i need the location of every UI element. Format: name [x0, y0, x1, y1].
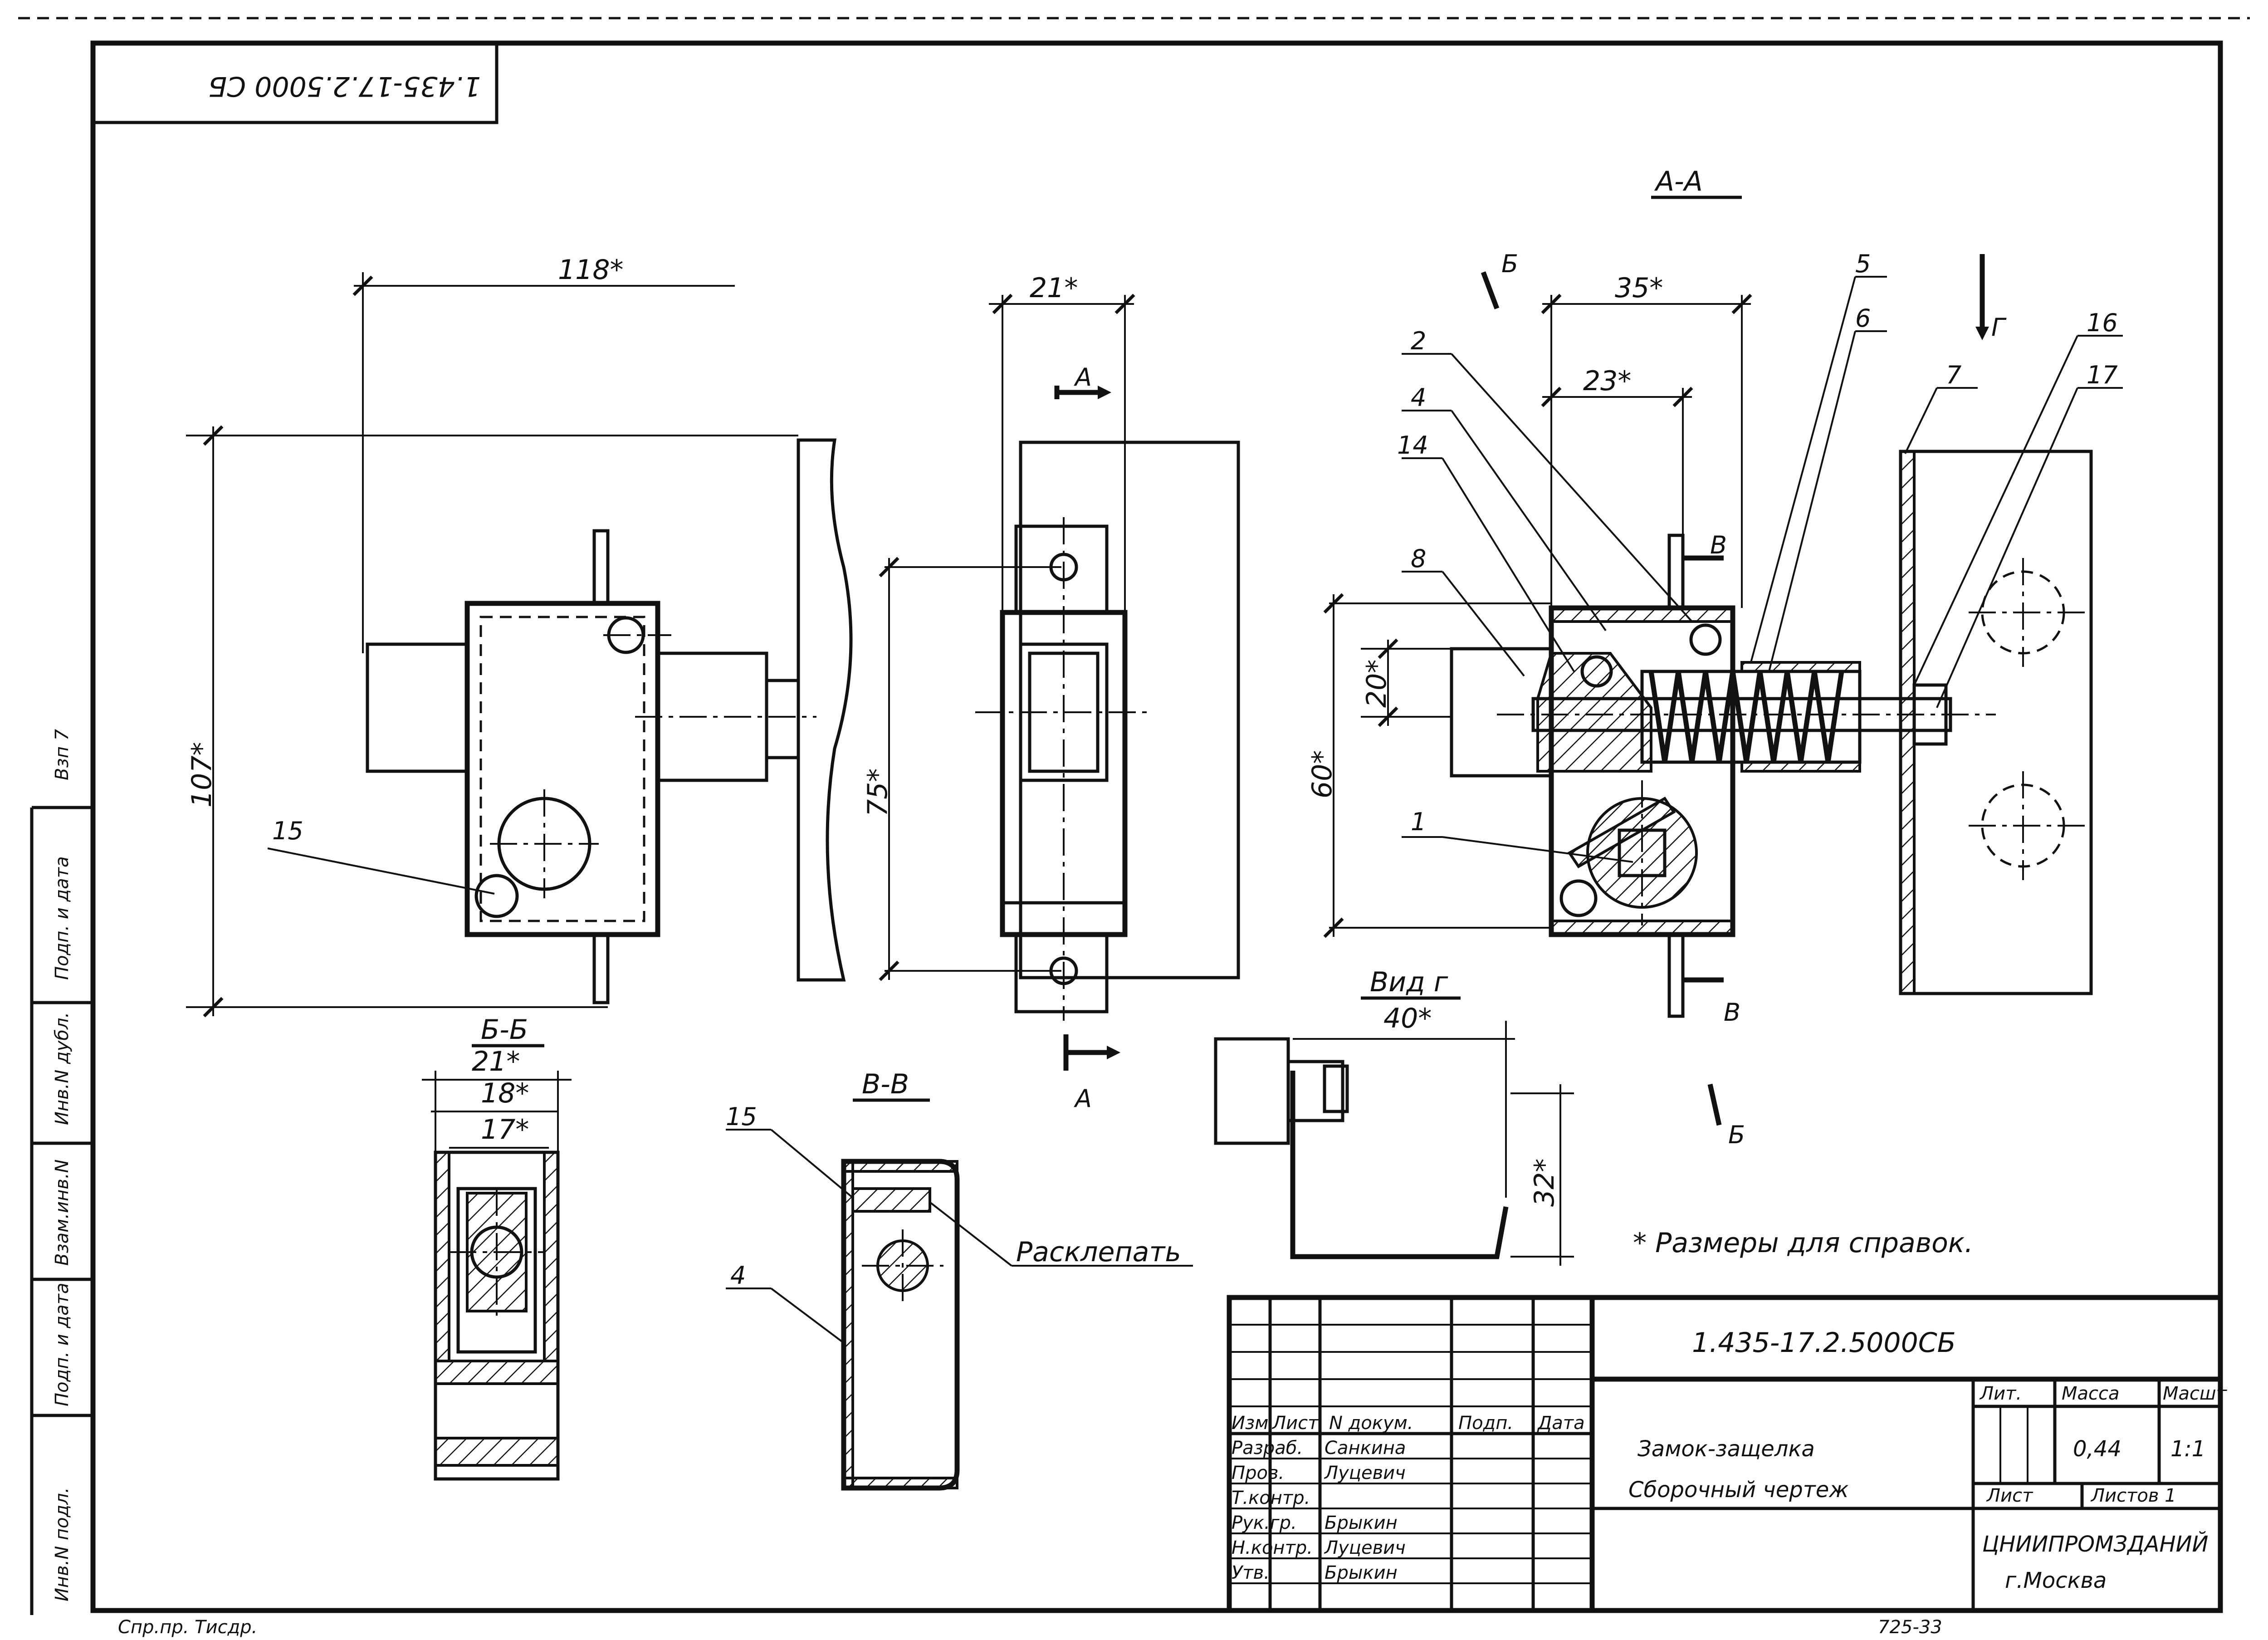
tb-listov-label: Листов 1 [2090, 1485, 2176, 1506]
tb-list-label: Лист [1986, 1485, 2033, 1506]
tb-row-nkontr: Н.контр. [1232, 1537, 1313, 1558]
callout-8: 8 [1411, 544, 1426, 573]
callout-1: 1 [1411, 808, 1426, 836]
dim-21-front: 21* [1030, 272, 1078, 304]
dim-18-bb: 18* [481, 1077, 529, 1109]
sheet-frame: 1.435-17.2.5000 СБ [18, 17, 2250, 1613]
tb-org-2: г.Москва [2005, 1568, 2107, 1593]
dim-118: 118* [558, 254, 624, 286]
section-aa-title: А-А [1654, 166, 1703, 197]
tb-name-utv: Брыкин [1325, 1562, 1398, 1583]
callout-15-a: 15 [272, 817, 303, 845]
tb-name-prov: Луцевич [1324, 1463, 1406, 1483]
dim-17-bb: 17* [481, 1114, 529, 1146]
margin-label-1: Взам.инв.N [52, 1160, 73, 1266]
front-view: 21* 75* А А [862, 272, 1240, 1113]
tb-name-1: Замок-защелка [1637, 1436, 1815, 1462]
tb-col-list: Лист [1271, 1413, 1319, 1434]
callout-4: 4 [1411, 383, 1426, 412]
dim-60: 60* [1306, 750, 1338, 798]
section-vv: В-В 15 4 Расклепать [726, 1068, 1193, 1491]
dim-40: 40* [1383, 1003, 1432, 1034]
tb-masht-label: Масшт [2163, 1383, 2228, 1404]
tb-org-1: ЦНИИПРОМЗДАНИЙ [1982, 1531, 2208, 1557]
tb-row-rukgr: Рук.гр. [1232, 1513, 1297, 1533]
dim-23: 23* [1583, 365, 1631, 397]
section-vv-title: В-В [862, 1068, 909, 1100]
margin-label-2: Инв.N дубл. [52, 1012, 73, 1125]
tb-row-razrab: Разраб. [1232, 1438, 1303, 1459]
rivet-note: Расклепать [1016, 1236, 1181, 1268]
dim-107: 107* [186, 742, 218, 808]
cut-mark-a-top: А [1074, 363, 1092, 392]
margin-label-3: Подп. и дата [52, 1283, 73, 1406]
reference-note: * Размеры для справок. [1633, 1227, 1973, 1259]
callout-15-b: 15 [726, 1102, 757, 1131]
tb-designation: 1.435-17.2.5000СБ [1692, 1327, 1956, 1359]
dim-20: 20* [1361, 660, 1393, 708]
callout-6: 6 [1855, 304, 1871, 333]
bottom-scribble: Спр.пр. Тисдр. [118, 1617, 257, 1638]
side-view: 118* 107* 15 [186, 254, 853, 1018]
cut-mark-v-top: В [1710, 531, 1727, 559]
rotated-code: 1.435-17.2.5000 СБ [208, 70, 481, 102]
margin-label-5: Подп. и дата [52, 857, 73, 980]
dim-32: 32* [1529, 1159, 1560, 1207]
tb-row-utv: Утв. [1232, 1562, 1270, 1583]
callout-16: 16 [2087, 308, 2118, 337]
callout-5: 5 [1855, 250, 1871, 278]
tb-row-prov: Пров. [1232, 1463, 1284, 1483]
tb-massa-label: Масса [2062, 1383, 2120, 1404]
callout-14: 14 [1397, 431, 1428, 460]
dim-35: 35* [1615, 272, 1663, 304]
tb-row-tkontr: Т.контр. [1232, 1488, 1310, 1508]
cut-mark-b-top: Б [1501, 250, 1518, 278]
tb-massa-value: 0,44 [2073, 1436, 2121, 1462]
tb-name-rukgr: Брыкин [1325, 1513, 1398, 1533]
spring [1640, 661, 1862, 773]
callout-4-vv: 4 [730, 1261, 746, 1290]
bottom-right-code: 725-33 [1878, 1617, 1942, 1638]
tb-col-data: Дата [1537, 1413, 1585, 1434]
tb-lit-label: Лит. [1979, 1383, 2022, 1404]
view-g: Вид г 40* 32* [1214, 966, 1574, 1266]
callout-17: 17 [2087, 361, 2118, 389]
section-bb: Б-Б 21* 18* 17* [422, 1014, 572, 1481]
callout-2: 2 [1411, 327, 1426, 355]
view-g-title: Вид г [1370, 966, 1448, 998]
tb-name-razrab: Санкина [1325, 1438, 1406, 1459]
cut-mark-a-bottom: А [1074, 1084, 1092, 1113]
tb-col-podp: Подп. [1458, 1413, 1513, 1434]
tb-col-izm: Изм [1232, 1413, 1268, 1434]
margin-label-6: Взп 7 [52, 729, 73, 780]
tb-name-2: Сборочный чертеж [1628, 1477, 1849, 1503]
dim-75: 75* [862, 769, 894, 817]
callout-7: 7 [1946, 361, 1961, 389]
margin-label-4: Инв.N подл. [52, 1487, 73, 1601]
dim-21-bb: 21* [472, 1046, 520, 1077]
cut-mark-g: Г [1991, 313, 2007, 342]
cut-mark-b-bottom: Б [1728, 1121, 1745, 1149]
left-margin-strip: Взп 7 Подп. и дата Инв.N дубл. Взам.инв.… [30, 729, 93, 1615]
tb-masht-value: 1:1 [2170, 1436, 2205, 1462]
tb-name-nkontr: Луцевич [1324, 1537, 1406, 1558]
section-bb-title: Б-Б [481, 1014, 528, 1046]
section-aa: А-А [1306, 166, 2123, 1149]
tb-col-ndokum: N докум. [1329, 1413, 1413, 1434]
title-block: 1.435-17.2.5000СБ Замок-защелка Сборочны… [1227, 1295, 2228, 1613]
cut-mark-v-bottom: В [1724, 998, 1740, 1027]
